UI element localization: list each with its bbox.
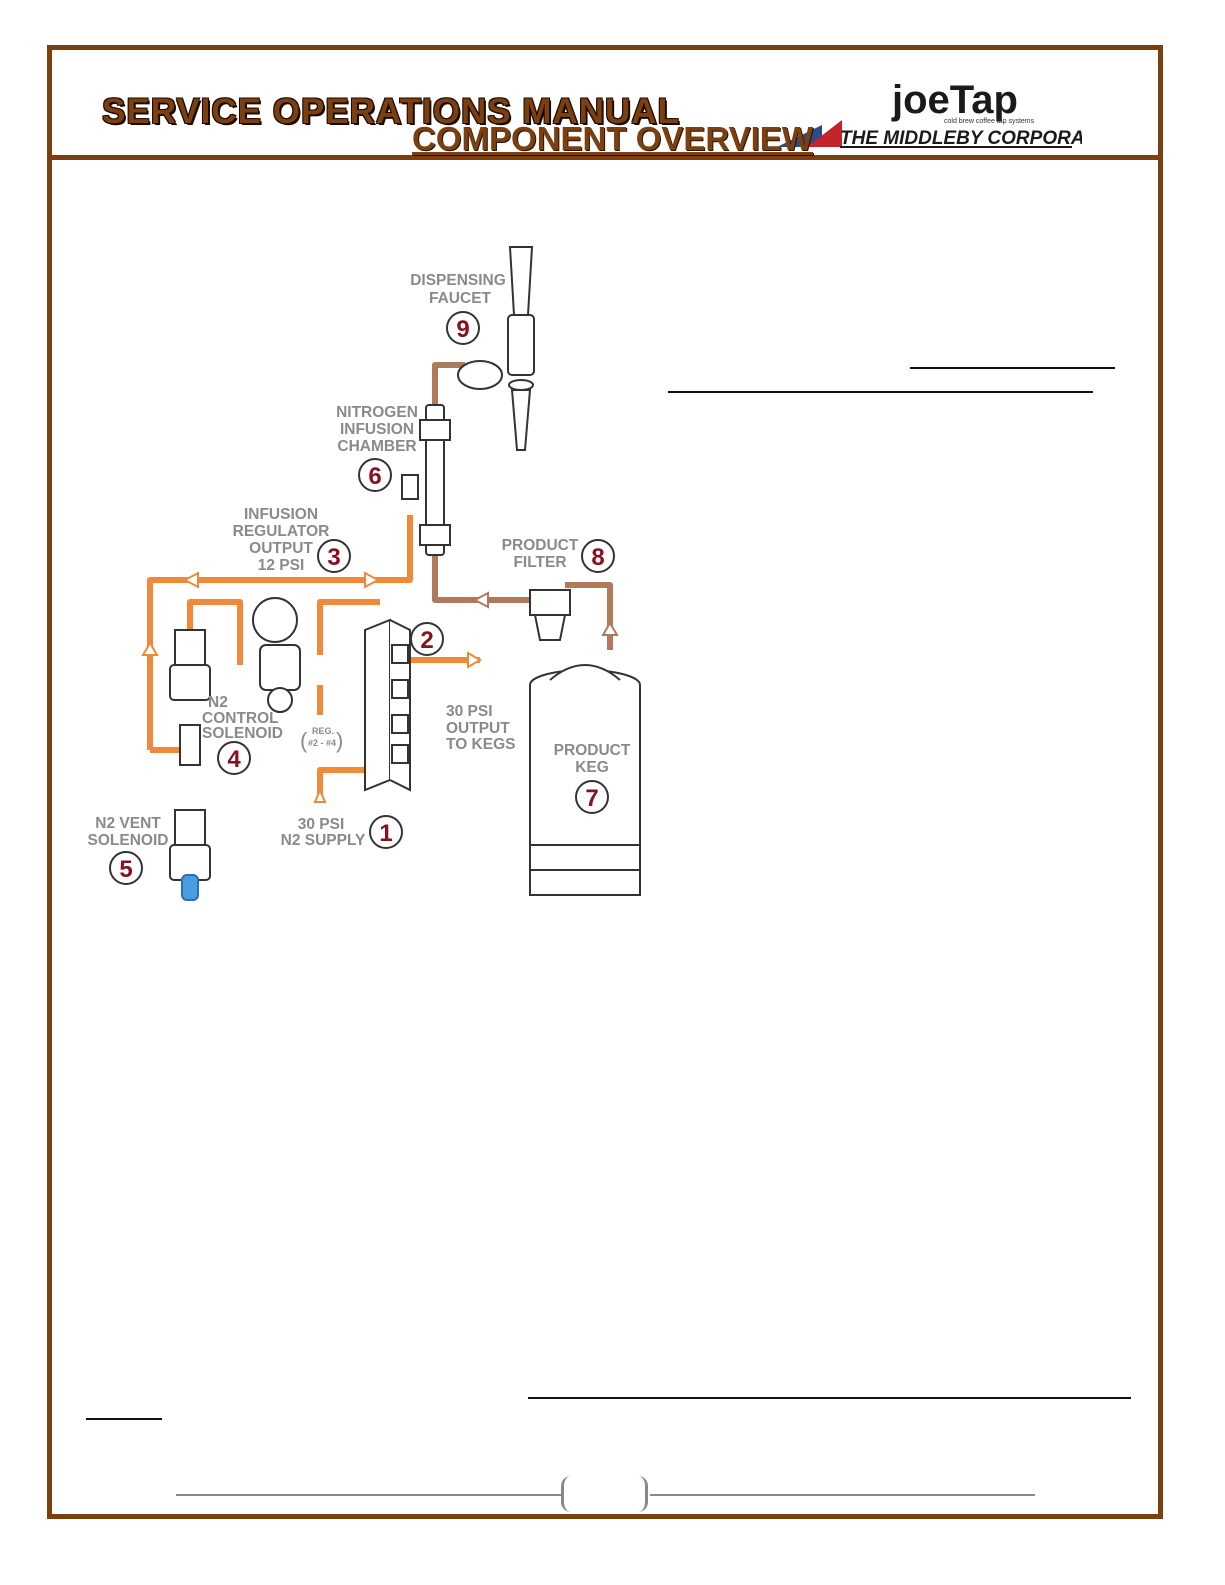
number-circle-6 bbox=[358, 458, 392, 492]
page-frame: SERVICE OPERATIONS MANUAL joeTap cold br… bbox=[47, 45, 1163, 1519]
label-chamber-2: INFUSION bbox=[340, 421, 414, 438]
product-arrows bbox=[472, 591, 619, 636]
number-circle-1 bbox=[369, 815, 403, 849]
label-faucet-1: DISPENSING bbox=[410, 272, 506, 289]
underline-4 bbox=[86, 1418, 162, 1420]
label-keg-2: KEG bbox=[575, 759, 609, 776]
label-faucet-2: FAUCET bbox=[429, 290, 492, 307]
page-header: SERVICE OPERATIONS MANUAL joeTap cold br… bbox=[52, 50, 1158, 160]
number-manifold: 2 bbox=[420, 627, 433, 654]
label-vent-solenoid-2: SOLENOID bbox=[88, 832, 169, 849]
label-regulator-3: OUTPUT bbox=[249, 540, 313, 557]
label-control-solenoid-1: N2 bbox=[208, 694, 228, 711]
dispensing-faucet bbox=[457, 246, 535, 451]
number-circle-5 bbox=[109, 851, 143, 885]
label-reg-2: #2 - #4 bbox=[308, 738, 336, 748]
infusion-regulator bbox=[252, 597, 301, 713]
number-circle-7 bbox=[575, 780, 609, 814]
page-number-box bbox=[561, 1476, 648, 1512]
nitrogen-infusion-chamber bbox=[401, 404, 451, 556]
label-keg-1: PRODUCT bbox=[554, 742, 631, 759]
underline-2 bbox=[668, 391, 1093, 393]
component-number-text: 9 6 3 8 2 4 7 1 5 bbox=[119, 316, 604, 883]
label-reg-1: REG. bbox=[312, 726, 334, 736]
component-diagram: DISPENSING FAUCET NITROGEN INFUSION CHAM… bbox=[80, 235, 680, 940]
company-logo: joeTap cold brew coffee tap systems THE … bbox=[772, 55, 1130, 150]
label-output-1: 30 PSI bbox=[446, 703, 493, 720]
number-regulator: 3 bbox=[327, 544, 340, 571]
label-filter-2: FILTER bbox=[513, 554, 566, 571]
number-control-solenoid: 4 bbox=[227, 746, 241, 773]
product-keg bbox=[529, 664, 641, 896]
label-output-2: OUTPUT bbox=[446, 720, 510, 737]
manual-title: SERVICE OPERATIONS MANUAL bbox=[102, 92, 680, 131]
underline-3 bbox=[528, 1397, 1131, 1399]
label-regulator-2: REGULATOR bbox=[233, 523, 330, 540]
svg-text:): ) bbox=[336, 728, 343, 753]
label-output-3: TO KEGS bbox=[446, 736, 515, 753]
svg-text:(: ( bbox=[300, 728, 308, 753]
number-circle-8 bbox=[581, 539, 615, 573]
label-chamber-3: CHAMBER bbox=[337, 438, 416, 455]
number-circle-4 bbox=[217, 741, 251, 775]
footer-line-left bbox=[176, 1494, 561, 1496]
label-chamber-1: NITROGEN bbox=[336, 404, 418, 421]
n2-control-solenoid bbox=[169, 629, 211, 766]
number-filter: 8 bbox=[591, 544, 604, 571]
label-filter-1: PRODUCT bbox=[502, 537, 579, 554]
number-circle-2 bbox=[410, 622, 444, 656]
manifold bbox=[364, 618, 411, 792]
logo-brand: joeTap bbox=[891, 78, 1018, 122]
product-filter bbox=[529, 589, 571, 641]
logo-company: THE MIDDLEBY CORPORATION bbox=[840, 128, 1082, 149]
number-chamber: 6 bbox=[368, 463, 381, 490]
footer-line-right bbox=[650, 1494, 1035, 1496]
number-circle-9 bbox=[446, 311, 480, 345]
number-faucet: 9 bbox=[456, 316, 469, 343]
n2-vent-solenoid bbox=[169, 809, 211, 901]
underline-1 bbox=[910, 367, 1115, 369]
label-regulator-1: INFUSION bbox=[244, 506, 318, 523]
component-numbers bbox=[109, 311, 615, 885]
label-supply-1: 30 PSI bbox=[298, 816, 345, 833]
number-vent-solenoid: 5 bbox=[119, 856, 132, 883]
label-control-solenoid-3: SOLENOID bbox=[202, 725, 283, 742]
label-control-solenoid-2: CONTROL bbox=[202, 710, 279, 727]
number-keg: 7 bbox=[585, 785, 598, 812]
page-heading: COMPONENT OVERVIEW bbox=[412, 120, 813, 157]
number-supply: 1 bbox=[379, 820, 392, 847]
diagram-labels: DISPENSING FAUCET NITROGEN INFUSION CHAM… bbox=[88, 272, 631, 849]
label-supply-2: N2 SUPPLY bbox=[281, 832, 366, 849]
logo-tagline: cold brew coffee tap systems bbox=[944, 118, 1035, 125]
label-regulator-4: 12 PSI bbox=[258, 557, 305, 574]
label-vent-solenoid-1: N2 VENT bbox=[95, 815, 161, 832]
number-circle-3 bbox=[317, 539, 351, 573]
